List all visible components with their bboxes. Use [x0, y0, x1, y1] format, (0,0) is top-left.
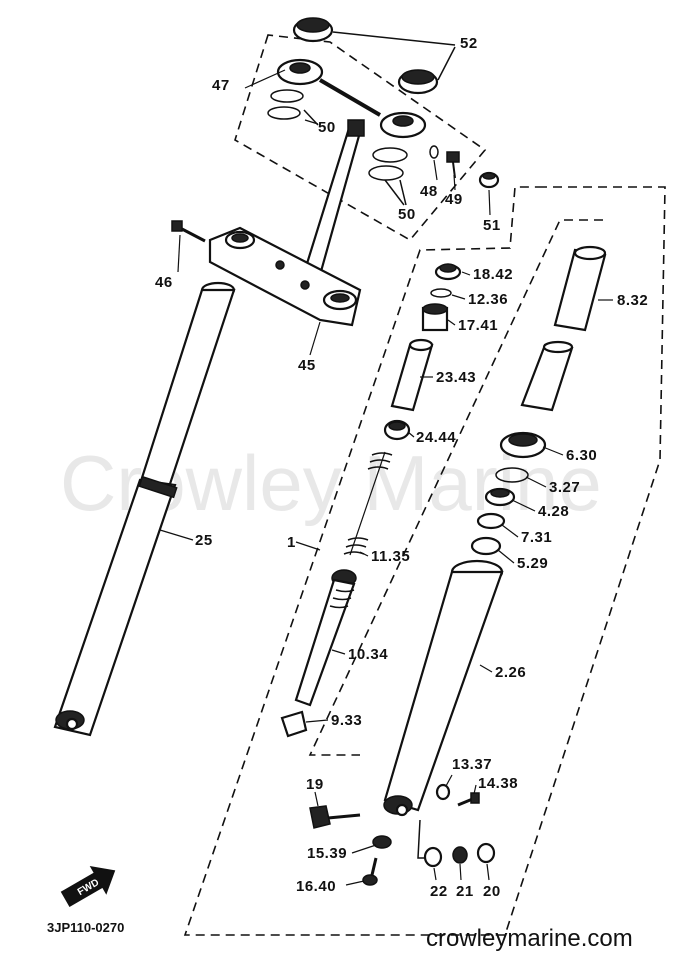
label-22: 22 [430, 883, 448, 900]
taper-spindle-9 [280, 710, 308, 738]
washer-13 [435, 783, 451, 801]
label-11-35: 11.35 [371, 548, 410, 565]
label-47: 47 [212, 77, 230, 94]
inner-fork-subgroup-boundary [308, 219, 603, 756]
seat-24 [383, 419, 411, 441]
label-20: 20 [483, 883, 501, 900]
bushing-5 [470, 536, 502, 556]
bolt-14 [457, 792, 480, 807]
label-51: 51 [483, 217, 501, 234]
dust-seal-6 [499, 431, 547, 459]
label-4-28: 4.28 [538, 503, 569, 520]
label-50b: 50 [398, 206, 416, 223]
label-46: 46 [155, 274, 173, 291]
label-10-34: 10.34 [348, 646, 388, 663]
label-19: 19 [306, 776, 324, 793]
label-6-30: 6.30 [566, 447, 597, 464]
label-45: 45 [298, 357, 316, 374]
label-48: 48 [420, 183, 438, 200]
label-49: 49 [445, 191, 463, 208]
cap-51 [478, 171, 500, 189]
label-9-33: 9.33 [331, 712, 362, 729]
nut-22 [423, 846, 443, 868]
nut-20 [476, 842, 496, 864]
front-fork-left-25 [53, 281, 236, 737]
screw-16 [362, 857, 378, 886]
fork-assembly-boundary [183, 186, 666, 936]
handlebar-cap-52 [292, 17, 439, 95]
label-17-41: 17.41 [458, 317, 498, 334]
fwd-arrow-icon: FWD [60, 865, 116, 907]
footer-url[interactable]: crowleymarine.com [426, 925, 633, 952]
label-23-43: 23.43 [436, 369, 476, 386]
label-13-37: 13.37 [452, 756, 492, 773]
outer-tube-8 [520, 245, 607, 412]
bolt-49 [446, 151, 460, 179]
cap-bolt-18 [434, 263, 462, 281]
leader-lines [159, 69, 613, 886]
bolt-46 [171, 220, 206, 243]
clip-48 [429, 145, 439, 159]
label-50a: 50 [318, 119, 336, 136]
fork-spring-11 [343, 451, 393, 556]
label-18-42: 18.42 [473, 266, 513, 283]
handlebar-holder-47 [276, 58, 427, 139]
label-14-38: 14.38 [478, 775, 518, 792]
washer-15 [372, 835, 392, 849]
label-15-39: 15.39 [307, 845, 347, 862]
spacer-23 [390, 338, 434, 412]
oil-seal-4 [484, 487, 516, 507]
o-rings-50 [267, 89, 408, 181]
label-2-26: 2.26 [495, 664, 526, 681]
bolt-19 [309, 805, 361, 829]
label-21: 21 [456, 883, 474, 900]
label-52: 52 [460, 35, 478, 52]
label-12-36: 12.36 [468, 291, 508, 308]
label-8-32: 8.32 [617, 292, 648, 309]
o-ring-12 [430, 288, 452, 298]
label-5-29: 5.29 [517, 555, 548, 572]
label-3-27: 3.27 [549, 479, 580, 496]
outer-tube-2 [383, 559, 504, 817]
washer-7 [476, 512, 506, 530]
label-1: 1 [287, 534, 296, 551]
nut-21 [452, 846, 468, 864]
handlebar-group-boundary [234, 34, 487, 242]
label-25: 25 [195, 532, 213, 549]
label-7-31: 7.31 [521, 529, 552, 546]
label-16-40: 16.40 [296, 878, 336, 895]
clip-3 [495, 467, 529, 483]
steering-stem-45 [208, 119, 365, 327]
diagram-code: 3JP110-0270 [47, 920, 124, 935]
spacer-17 [421, 303, 449, 332]
damper-rod-10 [294, 569, 357, 707]
label-24-44: 24.44 [416, 429, 456, 446]
part-labels: 52 47 50 50 48 49 51 46 45 25 18.42 12.3… [155, 35, 648, 900]
